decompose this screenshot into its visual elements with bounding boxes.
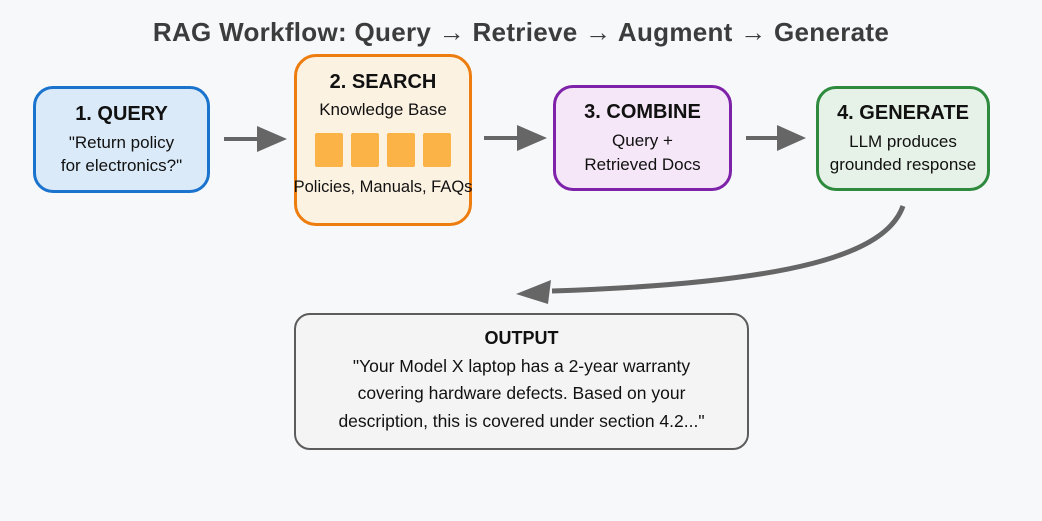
step-combine-heading: 3. COMBINE [584, 101, 701, 124]
output-line-2: covering hardware defects. Based on your [357, 383, 686, 404]
kb-doc-icon [387, 133, 415, 167]
output-line-3: description, this is covered under secti… [338, 410, 705, 431]
curved-arrow-icon [516, 205, 906, 304]
step-combine-line-2: Retrieved Docs [584, 154, 701, 174]
right-arrow-icon-3 [746, 125, 806, 151]
knowledge-base-label: Knowledge Base [319, 100, 447, 119]
step-generate-line-1: LLM produces [849, 131, 957, 151]
right-arrow-icon-2 [484, 125, 547, 151]
step-box-search: 2. SEARCH Knowledge Base Policies, Manua… [294, 54, 472, 226]
step-query-line-1: "Return policy [68, 132, 175, 152]
output-line-1: "Your Model X laptop has a 2-year warran… [352, 356, 691, 377]
kb-caption: Policies, Manuals, FAQs [293, 178, 473, 196]
step-generate-heading: 4. GENERATE [837, 101, 969, 124]
kb-doc-row [315, 133, 451, 167]
step-box-generate: 4. GENERATE LLM produces grounded respon… [816, 86, 990, 191]
step-generate-line-2: grounded response [829, 155, 977, 174]
step-search-heading: 2. SEARCH [329, 71, 437, 93]
kb-doc-icon [351, 133, 379, 167]
step-box-combine: 3. COMBINE Query + Retrieved Docs [553, 85, 732, 191]
kb-doc-icon [423, 133, 451, 167]
right-arrow-icon-1 [224, 126, 287, 152]
kb-doc-icon [315, 133, 343, 167]
output-heading: OUTPUT [484, 328, 559, 349]
step-box-query: 1. QUERY "Return policy for electronics?… [33, 86, 210, 193]
diagram-title: RAG Workflow: Query → Retrieve → Augment… [152, 17, 890, 47]
step-combine-line-1: Query + [612, 131, 673, 151]
step-query-line-2: for electronics?" [60, 156, 183, 175]
output-box: OUTPUT "Your Model X laptop has a 2-year… [294, 313, 749, 450]
step-query-heading: 1. QUERY [75, 102, 168, 125]
